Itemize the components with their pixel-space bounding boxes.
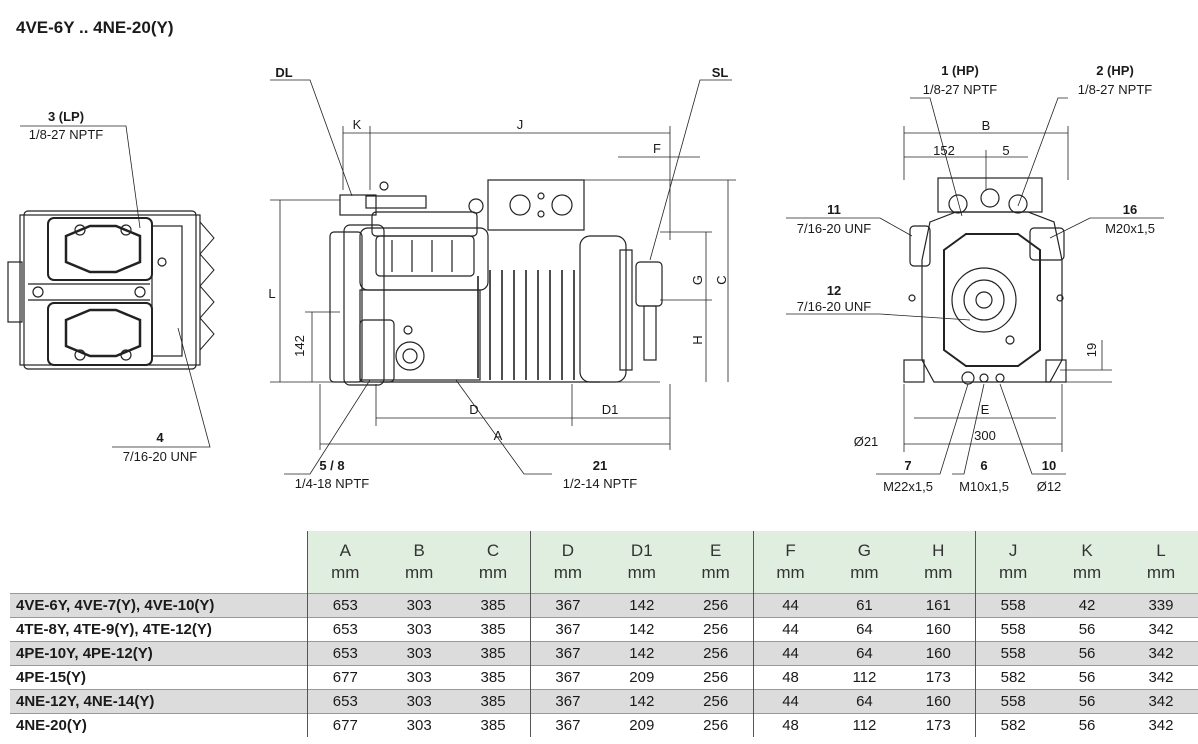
conn-12-number: 12 — [827, 283, 841, 298]
side-view — [329, 179, 663, 386]
top-view — [7, 210, 215, 370]
dim-h: H — [690, 335, 705, 344]
conn-2-number: 2 (HP) — [1096, 63, 1134, 78]
conn-16-number: 16 — [1123, 202, 1137, 217]
conn-11-number: 11 — [827, 202, 841, 217]
conn-1-spec: 1/8-27 NPTF — [923, 82, 997, 97]
dim-300: 300 — [974, 428, 996, 443]
dim-dl: DL — [275, 65, 292, 80]
conn-16-spec: M20x1,5 — [1105, 221, 1155, 236]
dim-l: L — [268, 286, 275, 301]
dim-142: 142 — [292, 335, 307, 357]
conn-4-spec: 7/16-20 UNF — [123, 449, 197, 464]
conn-5-8-number: 5 / 8 — [319, 458, 344, 473]
dim-d: D — [469, 402, 478, 417]
conn-12-spec: 7/16-20 UNF — [797, 299, 871, 314]
conn-2-spec: 1/8-27 NPTF — [1078, 82, 1152, 97]
page-title: 4VE-6Y .. 4NE-20(Y) — [16, 18, 174, 37]
conn-6-spec: M10x1,5 — [959, 479, 1009, 494]
dim-sl: SL — [712, 65, 729, 80]
dim-f: F — [653, 141, 661, 156]
conn-10-number: 10 — [1042, 458, 1056, 473]
front-view — [903, 177, 1067, 385]
dim-c: C — [714, 275, 729, 284]
conn-7-number: 7 — [904, 458, 911, 473]
conn-1-number: 1 (HP) — [941, 63, 979, 78]
dim-a: A — [494, 428, 503, 443]
dim-d1: D1 — [602, 402, 619, 417]
dim-152: 152 — [933, 143, 955, 158]
dim-k: K — [353, 117, 362, 132]
dim-g: G — [690, 275, 705, 285]
conn-3-number: 3 (LP) — [48, 109, 84, 124]
conn-3-spec: 1/8-27 NPTF — [29, 127, 103, 142]
conn-21-spec: 1/2-14 NPTF — [563, 476, 637, 491]
conn-10-spec: Ø12 — [1037, 479, 1062, 494]
dim-5: 5 — [1002, 143, 1009, 158]
conn-21-number: 21 — [593, 458, 607, 473]
conn-6-number: 6 — [980, 458, 987, 473]
conn-7-spec: M22x1,5 — [883, 479, 933, 494]
conn-4-number: 4 — [156, 430, 164, 445]
conn-11-spec: 7/16-20 UNF — [797, 221, 871, 236]
dim-b: B — [982, 118, 991, 133]
dim-19: 19 — [1084, 343, 1099, 357]
conn-5-8-spec: 1/4-18 NPTF — [295, 476, 369, 491]
technical-drawing: 3 (LP) 1/8-27 NPTF 4 7/16-20 UNF 5 / 8 1… — [7, 63, 1164, 494]
dim-j: J — [517, 117, 524, 132]
dim-d21: Ø21 — [854, 434, 879, 449]
dim-e: E — [981, 402, 990, 417]
